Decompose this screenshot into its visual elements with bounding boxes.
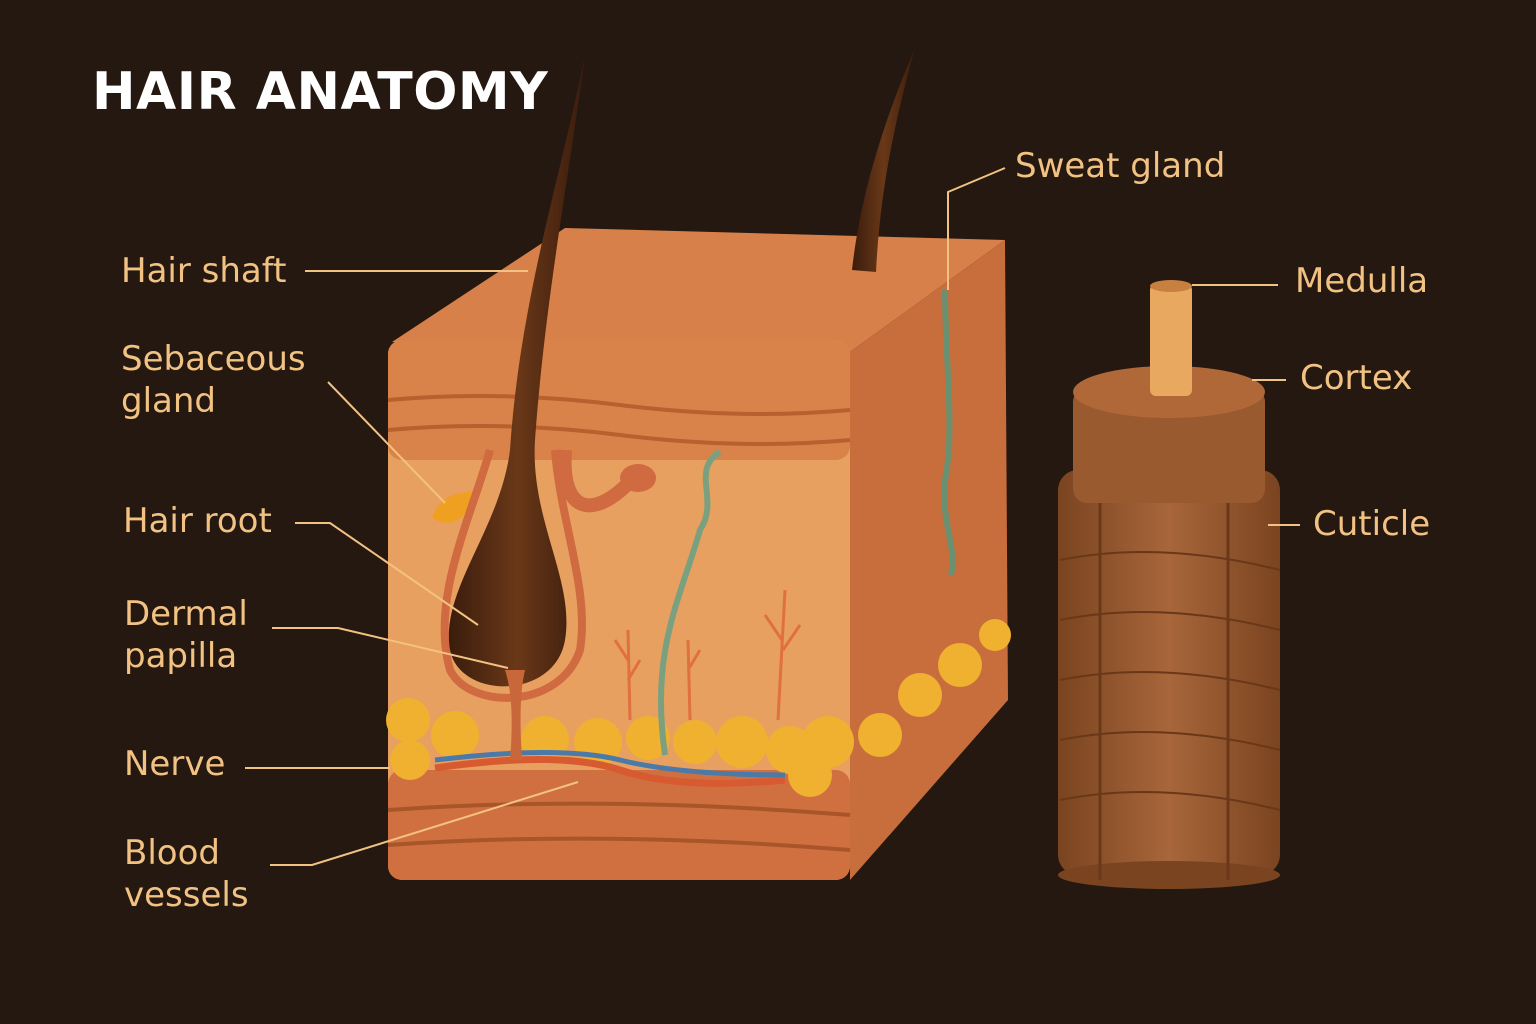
- follicle: [440, 448, 587, 702]
- fat-globules: [386, 619, 1011, 797]
- label-sebaceous-gland: Sebaceous gland: [121, 339, 306, 421]
- label-medulla: Medulla: [1295, 261, 1429, 301]
- label-sweat-gland: Sweat gland: [1015, 146, 1226, 186]
- label-hair-root: Hair root: [123, 501, 272, 541]
- hair-cross-section: [1058, 280, 1281, 889]
- cube-right-face: [850, 240, 1008, 880]
- label-blood-vessels: Blood vessels: [124, 833, 249, 915]
- nerve-path: [434, 750, 786, 778]
- blood-vessel: [434, 756, 786, 787]
- label-dermal-papilla: Dermal papilla: [124, 594, 248, 676]
- epidermis-layer: [388, 340, 850, 460]
- bottom-layer: [388, 770, 850, 880]
- label-hair-shaft: Hair shaft: [121, 251, 287, 291]
- sebaceous-gland: [432, 491, 478, 523]
- hair-shaft-shape: [448, 55, 585, 687]
- label-cuticle: Cuticle: [1313, 504, 1431, 544]
- label-cortex: Cortex: [1300, 358, 1413, 398]
- leader-lines: [245, 167, 1300, 866]
- diagram-title: HAIR ANATOMY: [92, 62, 549, 122]
- label-nerve: Nerve: [124, 744, 226, 784]
- cortex-shape: [1073, 388, 1265, 503]
- sweat-gland-duct: [657, 449, 722, 756]
- medulla-shape: [1150, 284, 1192, 396]
- skin-cube: [386, 48, 1011, 880]
- second-hair: [852, 48, 915, 272]
- dermal-papilla-shape: [505, 670, 525, 760]
